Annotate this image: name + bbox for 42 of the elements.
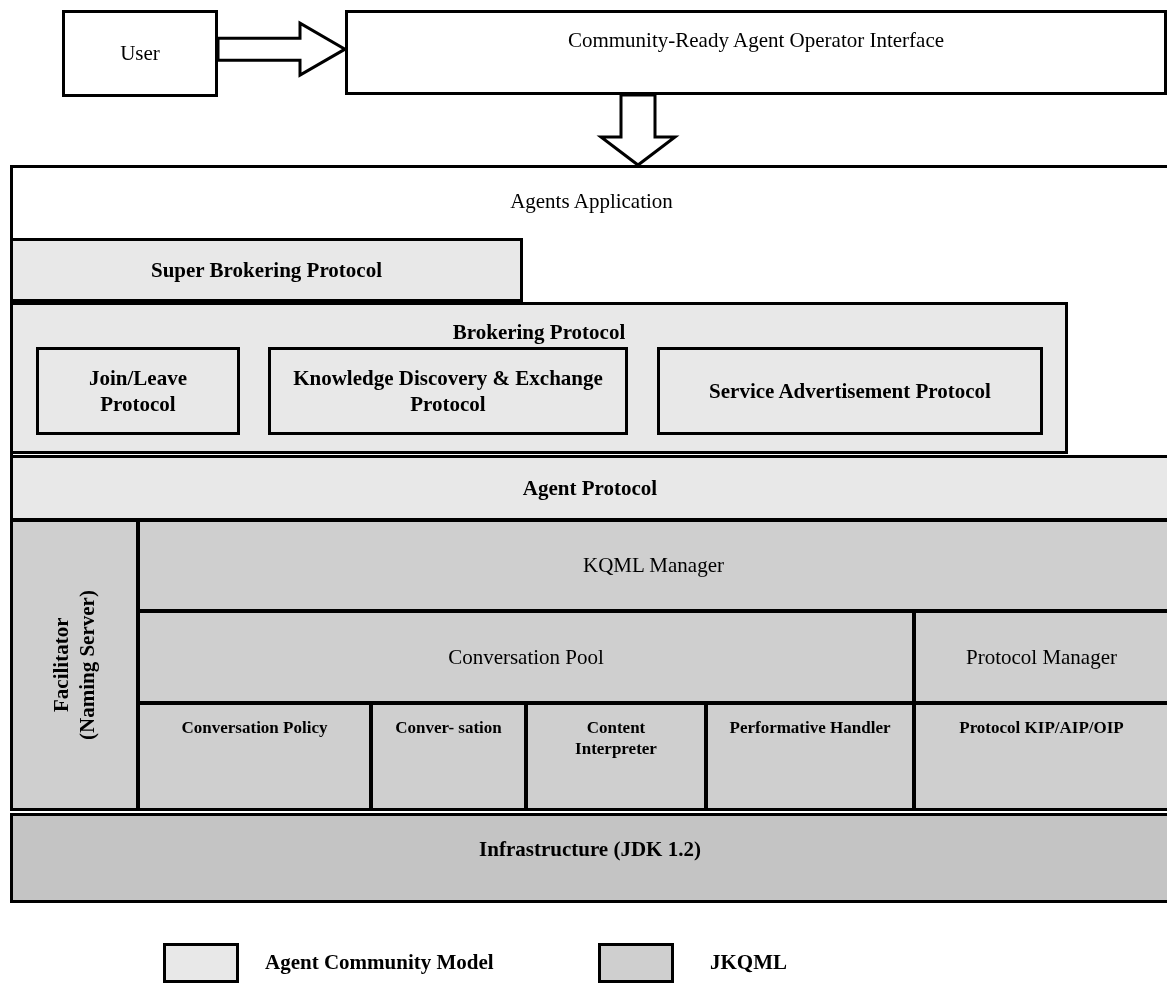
layer-label: Facilitator (Naming Server) <box>48 589 101 742</box>
layer-label: Knowledge Discovery & Exchange Protocol <box>292 364 604 418</box>
layer-label: Infrastructure (JDK 1.2) <box>479 836 701 863</box>
layer-box <box>10 455 1167 521</box>
layer-label: Performative Handler <box>729 717 891 739</box>
legend-label: Agent Community Model <box>265 950 494 975</box>
layer-box <box>10 165 1167 457</box>
layer-box <box>137 610 915 704</box>
layer-box <box>137 702 372 811</box>
block-arrow <box>216 20 348 78</box>
layer-label: Agent Protocol <box>522 474 658 502</box>
layer-box <box>913 610 1167 704</box>
protocol-box <box>657 347 1043 435</box>
layer-label: Super Brokering Protocol <box>151 256 382 284</box>
protocol-box <box>10 302 1068 454</box>
legend-label: JKQML <box>710 950 787 975</box>
layer-box <box>913 702 1167 811</box>
layer-label: Conver- sation <box>395 717 502 739</box>
layer-label: Conversation Policy <box>181 717 328 739</box>
layer-label: KQML Manager <box>583 552 724 579</box>
layer-box <box>370 702 527 811</box>
layer-label: Brokering Protocol <box>452 319 626 346</box>
layer-box <box>525 702 707 811</box>
layer-label: Conversation Pool <box>448 643 604 671</box>
layer-label: Community-Ready Agent Operator Interface <box>567 27 945 54</box>
layer-label: Protocol KIP/AIP/OIP <box>959 717 1124 739</box>
layer-box <box>10 813 1167 903</box>
layer-box <box>345 10 1167 95</box>
layer-box <box>62 10 218 97</box>
layer-label: Agents Application <box>510 188 673 215</box>
layer-label: User <box>120 40 160 67</box>
layer-label: Join/Leave Protocol <box>88 364 188 418</box>
protocol-box <box>10 238 523 302</box>
layer-box <box>10 519 139 811</box>
layer-label: Service Advertisement Protocol <box>709 377 991 405</box>
layer-label: Content Interpreter <box>574 717 658 760</box>
protocol-box <box>268 347 628 435</box>
layer-box <box>705 702 915 811</box>
block-arrow <box>596 93 680 167</box>
layer-box <box>137 519 1167 612</box>
protocol-box <box>36 347 240 435</box>
layer-label: Protocol Manager <box>965 643 1117 671</box>
